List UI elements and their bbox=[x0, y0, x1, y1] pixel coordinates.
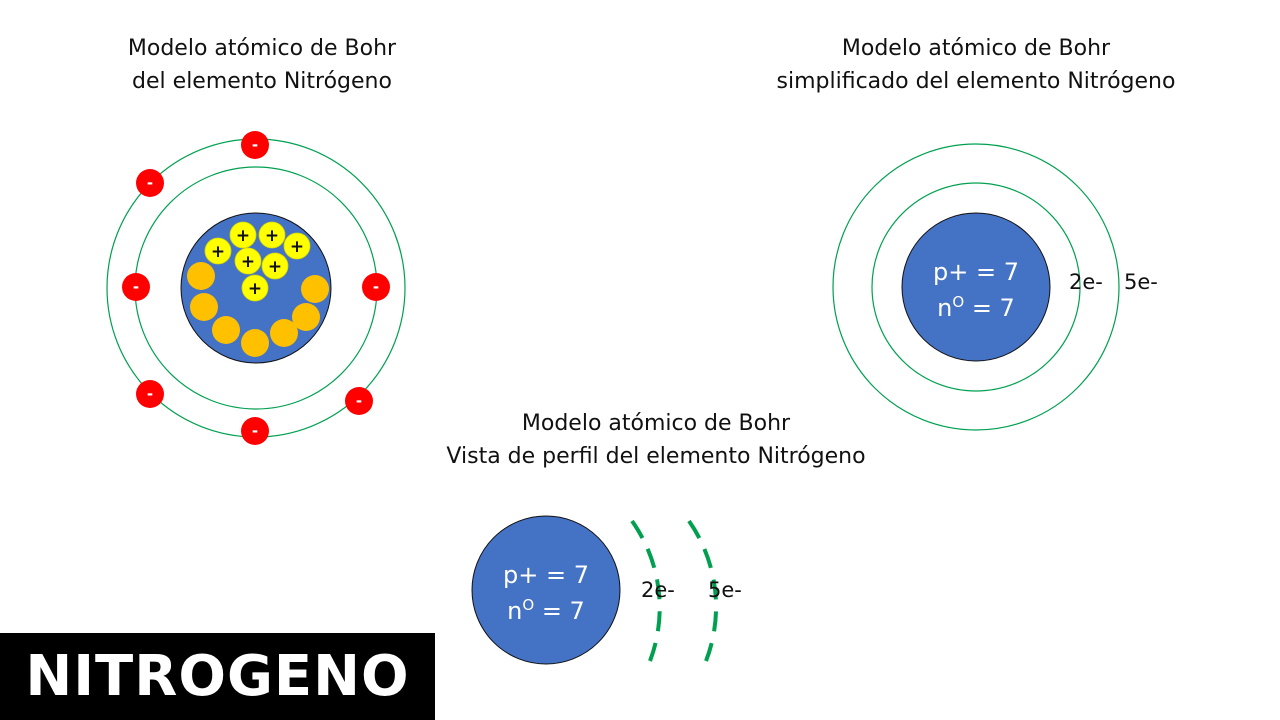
proton-sign: + bbox=[236, 226, 250, 246]
diagram3-shell2-label: 5e- bbox=[708, 578, 742, 602]
profile-orbit-2 bbox=[687, 519, 719, 662]
neutron-superscript: O bbox=[522, 596, 535, 614]
proton-sign: + bbox=[241, 252, 255, 272]
neutron-superscript: O bbox=[952, 293, 965, 311]
electron-sign: - bbox=[356, 392, 362, 410]
electron bbox=[136, 169, 164, 197]
diagram2-shell1-label: 2e- bbox=[1069, 270, 1103, 294]
electrons: - - - - - - - bbox=[122, 131, 390, 445]
diagram2-shell2-label: 5e- bbox=[1124, 270, 1158, 294]
proton bbox=[258, 221, 286, 249]
diagram2-title-line1: Modelo atómico de Bohr bbox=[841, 36, 1111, 61]
diagram3-neutrons-label: nO = 7 bbox=[496, 590, 596, 626]
bohr-model-simplified bbox=[832, 143, 1120, 431]
proton-sign: + bbox=[265, 226, 279, 246]
proton-sign: + bbox=[268, 257, 282, 277]
nucleus bbox=[901, 212, 1051, 362]
proton bbox=[229, 221, 257, 249]
diagram2-neutrons-label: nO = 7 bbox=[926, 287, 1026, 323]
proton-sign: + bbox=[290, 237, 304, 257]
diagram3-protons-label: p+ = 7 bbox=[503, 561, 589, 589]
nucleus bbox=[471, 515, 621, 665]
proton bbox=[283, 232, 311, 260]
electron-sign: - bbox=[147, 174, 153, 192]
electron-sign: - bbox=[133, 278, 139, 296]
diagram3-title: Modelo atómico de Bohr Vista de perfil d… bbox=[376, 407, 936, 473]
electron-sign: - bbox=[147, 385, 153, 403]
diagram1-title-line1: Modelo atómico de Bohr bbox=[127, 36, 397, 61]
neutron-value: = 7 bbox=[964, 294, 1015, 322]
proton bbox=[261, 252, 289, 280]
electron-sign: - bbox=[373, 278, 379, 296]
neutron bbox=[301, 275, 329, 303]
electron bbox=[136, 380, 164, 408]
diagram3-title-line2: Vista de perfil del elemento Nitrógeno bbox=[446, 444, 866, 469]
diagram3-shell1-label: 2e- bbox=[641, 578, 675, 602]
diagram3-nucleus-text: p+ = 7 nO = 7 bbox=[496, 560, 596, 626]
electron-sign: - bbox=[252, 422, 258, 440]
diagram2-protons-label: p+ = 7 bbox=[933, 258, 1019, 286]
neutron-symbol: n bbox=[937, 294, 953, 322]
element-name-banner: NITROGENO bbox=[0, 633, 435, 720]
electron bbox=[241, 417, 269, 445]
diagram3-title-line1: Modelo atómico de Bohr bbox=[521, 411, 791, 436]
protons: + + + + + + + bbox=[204, 221, 311, 302]
diagram1-title: Modelo atómico de Bohr del elemento Nitr… bbox=[62, 32, 462, 98]
proton bbox=[241, 274, 269, 302]
bohr-model-profile bbox=[471, 515, 719, 665]
neutron bbox=[212, 316, 240, 344]
neutron bbox=[292, 303, 320, 331]
profile-orbit-1 bbox=[630, 519, 662, 662]
neutron-symbol: n bbox=[507, 597, 523, 625]
diagram1-title-line2: del elemento Nitrógeno bbox=[132, 69, 392, 94]
proton bbox=[204, 237, 232, 265]
diagram2-title: Modelo atómico de Bohr simplificado del … bbox=[726, 32, 1226, 98]
diagram2-nucleus-text: p+ = 7 nO = 7 bbox=[926, 257, 1026, 323]
outer-orbit bbox=[832, 143, 1120, 431]
neutron bbox=[270, 319, 298, 347]
neutron bbox=[241, 329, 269, 357]
diagram2-title-line2: simplificado del elemento Nitrógeno bbox=[776, 69, 1176, 94]
electron bbox=[122, 273, 150, 301]
electron-sign: - bbox=[252, 136, 258, 154]
neutrons bbox=[187, 262, 329, 357]
proton-sign: + bbox=[211, 242, 225, 262]
neutron bbox=[187, 262, 215, 290]
electron bbox=[241, 131, 269, 159]
proton bbox=[234, 247, 262, 275]
bohr-model-full: + + + + + + + - - - - - - - bbox=[106, 131, 406, 445]
neutron bbox=[190, 293, 218, 321]
electron bbox=[345, 387, 373, 415]
neutron-value: = 7 bbox=[534, 597, 585, 625]
inner-orbit bbox=[871, 182, 1081, 392]
proton-sign: + bbox=[248, 279, 262, 299]
electron bbox=[362, 273, 390, 301]
